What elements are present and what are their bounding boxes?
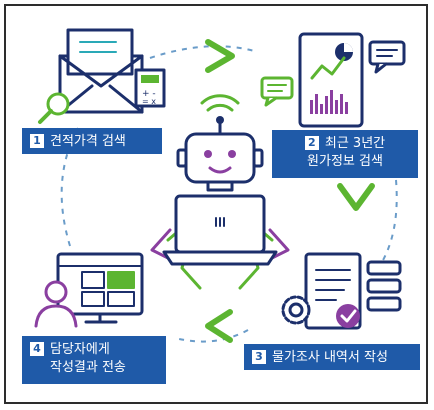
step-1-label: 1 견적가격 검색 — [22, 128, 162, 154]
envelope-calculator-magnifier-icon: + - = x — [38, 28, 166, 124]
step-3-text: 물가조사 내역서 작성 — [272, 350, 388, 365]
step-4-line1: 담당자에게 — [50, 342, 110, 357]
step-2-line2: 원가정보 검색 — [307, 154, 383, 169]
svg-text:= x: = x — [142, 97, 156, 106]
step-4-label: 4 담당자에게 작성결과 전송 — [22, 336, 166, 384]
monitor-user-icon — [34, 252, 144, 328]
arrow-left-icon — [205, 309, 233, 343]
step-2-number: 2 — [304, 136, 319, 150]
step-1-number: 1 — [30, 134, 44, 148]
tablet-chart-icon — [260, 32, 406, 128]
step-2-line1: 최근 3년간 — [324, 136, 386, 151]
svg-text:+ -: + - — [142, 89, 156, 99]
robot-laptop-icon — [150, 94, 290, 290]
arrow-down-icon — [337, 183, 375, 211]
dashed-cycle-path — [60, 45, 398, 343]
step-1-text: 견적가격 검색 — [50, 134, 126, 149]
step-2-label: 2 최근 3년간 원가정보 검색 — [272, 130, 418, 178]
step-3-label: 3 물가조사 내역서 작성 — [244, 344, 420, 370]
step-4-line2: 작성결과 전송 — [50, 360, 126, 375]
step-4-number: 4 — [30, 342, 44, 356]
step-3-number: 3 — [252, 350, 266, 364]
arrow-right-icon — [205, 39, 235, 73]
document-gear-check-icon — [281, 252, 402, 330]
